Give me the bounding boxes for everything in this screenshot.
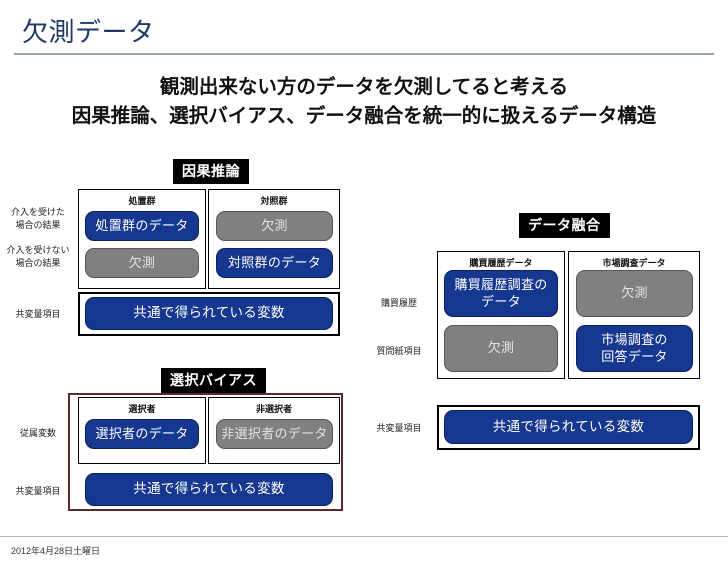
causal-cell-treatment-observed: 処置群のデータ: [85, 211, 199, 241]
selection-row-label-covariate: 共変量項目: [2, 485, 74, 498]
row-label-line-1: 購買履歴: [380, 298, 417, 308]
row-label-line-2: 場合の結果: [15, 220, 61, 231]
row-label-line-1: 共変量項目: [15, 309, 61, 319]
column-header-label: 市場調査データ: [602, 258, 666, 268]
causal-cell-control-missing: 欠測: [216, 211, 333, 241]
column-header-label: 非選択者: [255, 404, 292, 414]
headline-line-1: 観測出来ない方のデータを欠測してると考える: [159, 76, 569, 98]
row-label-line-1: 質問紙項目: [376, 346, 422, 356]
causal-row-label-covariate: 共変量項目: [2, 308, 74, 321]
fusion-cell-purchase-observed: 購買履歴調査の データ: [444, 270, 558, 317]
row-label-line-1: 共変量項目: [376, 423, 422, 433]
fusion-row-label-purchase-history: 購買履歴: [363, 297, 435, 310]
causal-row-label-intervened: 介入を受けた 場合の結果: [2, 206, 74, 232]
causal-row-label-not-intervened: 介入を受けない 場合の結果: [2, 244, 74, 270]
selection-cell-selected-observed: 選択者のデータ: [85, 419, 199, 449]
section-badge-data-fusion: データ融合: [519, 213, 610, 238]
fusion-cell-market-missing: 欠測: [576, 270, 693, 317]
causal-cell-control-observed: 対照群のデータ: [216, 248, 333, 278]
causal-cell-treatment-missing: 欠測: [85, 248, 199, 278]
row-label-line-1: 従属変数: [19, 428, 56, 438]
section-badge-causal-inference: 因果推論: [173, 159, 249, 184]
column-header-label: 選択者: [128, 404, 156, 414]
row-label-line-1: 介入を受けない: [6, 245, 70, 255]
footer-divider: [0, 536, 728, 537]
fusion-covariate-pill: 共通で得られている変数: [444, 410, 693, 444]
fusion-cell-purchase-missing: 欠測: [444, 325, 558, 372]
selection-cell-nonselected-missing: 非選択者のデータ: [216, 419, 333, 449]
section-badge-selection-bias: 選択バイアス: [161, 368, 266, 393]
column-header-label: 購買履歴データ: [469, 258, 533, 268]
title-divider: [14, 53, 714, 55]
selection-row-label-dependent: 従属変数: [2, 427, 74, 440]
fusion-cell-market-observed: 市場調査の 回答データ: [576, 325, 693, 372]
row-label-line-1: 共変量項目: [15, 486, 61, 496]
column-header-label: 処置群: [128, 196, 156, 206]
row-label-line-1: 介入を受けた: [10, 207, 65, 217]
selection-covariate-pill: 共通で得られている変数: [85, 473, 333, 506]
footer-date: 2012年4月28日土曜日: [11, 546, 101, 556]
column-header-label: 対照群: [260, 196, 288, 206]
fusion-row-label-covariate: 共変量項目: [363, 422, 435, 435]
causal-covariate-pill: 共通で得られている変数: [85, 297, 333, 330]
headline-line-2: 因果推論、選択バイアス、データ融合を統一的に扱えるデータ構造: [71, 105, 657, 127]
row-label-line-2: 場合の結果: [15, 258, 61, 269]
fusion-row-label-questionnaire: 質問紙項目: [363, 345, 435, 358]
page-title: 欠測データ: [22, 17, 155, 47]
